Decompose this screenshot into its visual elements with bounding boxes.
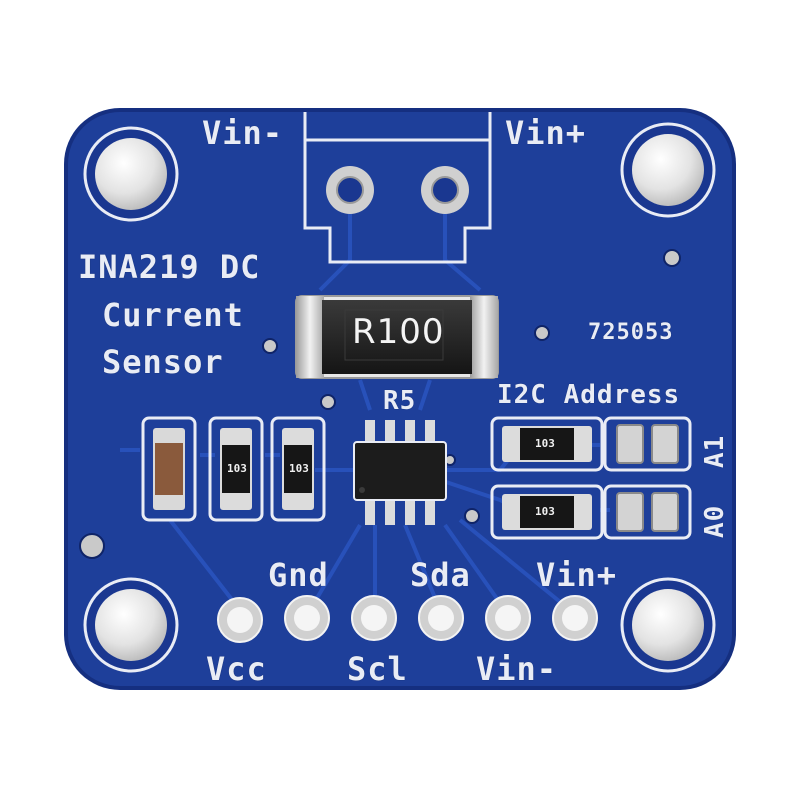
serial-number: 725053 xyxy=(588,320,674,345)
pin-label-vcc: Vcc xyxy=(206,650,267,688)
smd-code-4: 103 xyxy=(535,505,555,518)
jumper-label-a1: A1 xyxy=(700,434,730,468)
terminal-block-outline xyxy=(303,112,492,264)
smd-code-2: 103 xyxy=(289,462,309,475)
label-top-vin-plus: Vin+ xyxy=(505,114,587,152)
pin-label-vin-plus: Vin+ xyxy=(536,556,618,594)
ina219-chip xyxy=(353,420,447,525)
terminal-pad-vin-minus xyxy=(326,166,374,214)
resistor-smd-1 xyxy=(208,416,264,522)
pin-vin-plus xyxy=(552,595,598,641)
address-resistor-a1 xyxy=(490,416,604,472)
mounting-hole-br xyxy=(620,577,716,673)
pin-vin-minus xyxy=(485,595,531,641)
pcb-body xyxy=(64,108,736,690)
pin-label-sda: Sda xyxy=(410,556,471,594)
shunt-resistor xyxy=(295,295,499,379)
shunt-code: R100 xyxy=(352,312,445,352)
pin-gnd xyxy=(284,595,330,641)
chip-ref: R5 xyxy=(383,386,417,416)
jumper-label-a0: A0 xyxy=(700,504,730,538)
title-line-1: INA219 DC xyxy=(78,248,261,286)
pin-label-vin-minus: Vin- xyxy=(476,650,558,688)
pin-sda xyxy=(418,595,464,641)
mounting-hole-tr xyxy=(620,122,716,218)
pin-label-scl: Scl xyxy=(347,650,408,688)
header-pins xyxy=(217,595,598,643)
resistor-smd-2 xyxy=(270,416,326,522)
i2c-address-label: I2C Address xyxy=(497,380,681,410)
mounting-hole-bl xyxy=(83,577,179,673)
title-line-2: Current xyxy=(102,296,244,334)
smd-code-3: 103 xyxy=(535,437,555,450)
label-top-vin-minus: Vin- xyxy=(202,114,284,152)
pin-label-gnd: Gnd xyxy=(268,556,329,594)
terminal-pad-vin-plus xyxy=(421,166,469,214)
title-line-3: Sensor xyxy=(102,343,224,381)
pin-vcc xyxy=(217,597,263,643)
solder-jumper-a0 xyxy=(603,484,692,540)
solder-jumper-a1 xyxy=(603,416,692,472)
smd-code-1: 103 xyxy=(227,462,247,475)
address-resistor-a0 xyxy=(490,484,604,540)
pin-scl xyxy=(351,595,397,641)
mounting-hole-tl xyxy=(83,126,179,222)
capacitor-left xyxy=(141,416,197,522)
